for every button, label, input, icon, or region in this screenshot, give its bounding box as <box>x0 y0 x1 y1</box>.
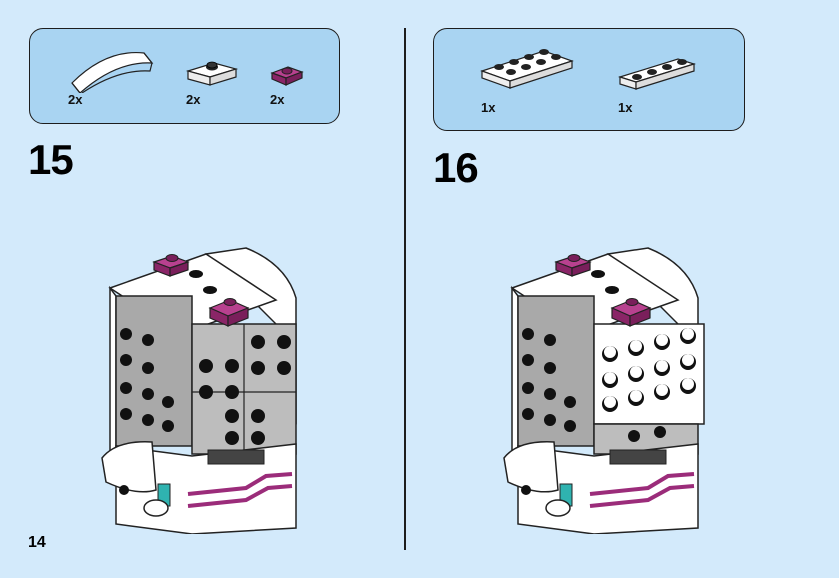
brickheadz-model-step-16-icon <box>503 247 705 534</box>
white-curved-slope-brick-icon <box>71 51 154 93</box>
page-number: 14 <box>28 534 46 551</box>
magenta-plate-1x1-icon <box>270 66 304 86</box>
white-jumper-plate-icon <box>185 61 239 86</box>
part-quantity: 1x <box>618 100 633 115</box>
white-plate-2x4-icon <box>480 49 574 89</box>
step-number-16: 16 <box>433 144 479 191</box>
parts-callout-step-16: 1x 1x <box>433 28 745 131</box>
part-quantity: 2x <box>186 92 201 107</box>
part-quantity: 1x <box>481 100 496 115</box>
step-divider <box>404 28 406 550</box>
parts-callout-step-15: 2x 2x 2x <box>29 28 340 124</box>
part-quantity: 2x <box>68 92 83 107</box>
white-plate-1x4-icon <box>617 58 697 90</box>
brickheadz-model-step-15-icon <box>101 247 297 534</box>
step-number-15: 15 <box>28 136 74 183</box>
part-quantity: 2x <box>270 92 285 107</box>
